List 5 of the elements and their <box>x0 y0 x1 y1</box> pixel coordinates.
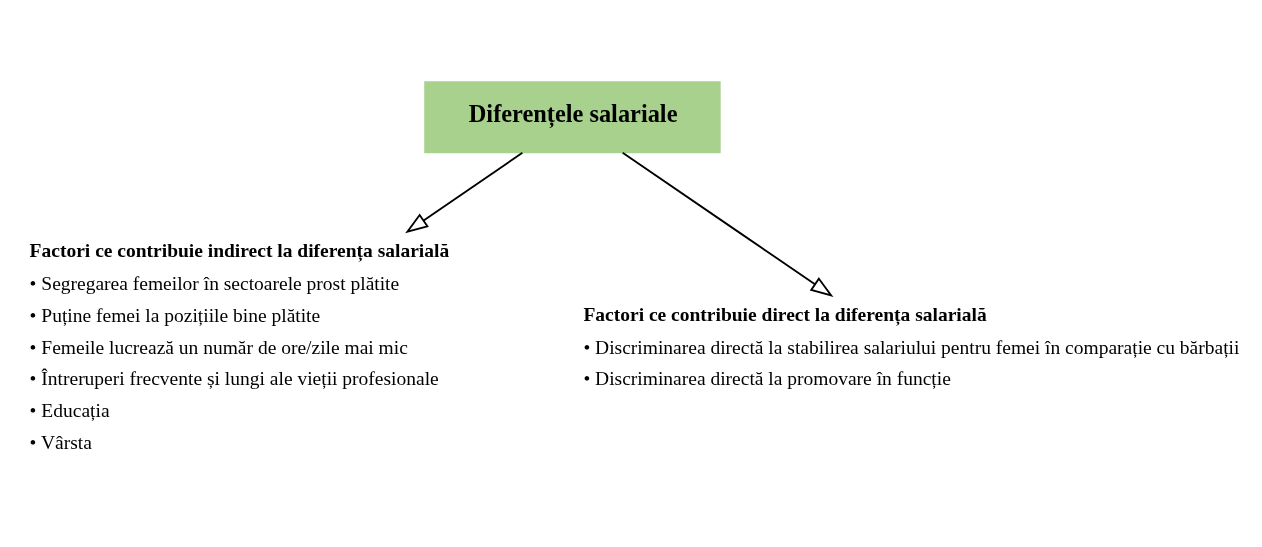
node-text: Factori ce contribuie indirect la diferența salarială • Segregarea femeilor în sectoarele prost plătite • Puține femei la pozițiile bine plătite • Femeile lucrează un număr de ore/zile mai mic • Întreruperi frecvente și lungi ale vieții profesionale • Educația • Vârsta <box>29 239 450 453</box>
arrow <box>405 151 524 233</box>
arrow <box>621 151 834 297</box>
node-box: Diferențele salariale <box>424 80 721 153</box>
node-text: Factori ce contribuie direct la diferența salarială • Discriminarea directă la stabilirea salariului pentru femei în comparație cu bărbații • Discriminarea directă la promovare în funcție <box>583 303 1240 389</box>
